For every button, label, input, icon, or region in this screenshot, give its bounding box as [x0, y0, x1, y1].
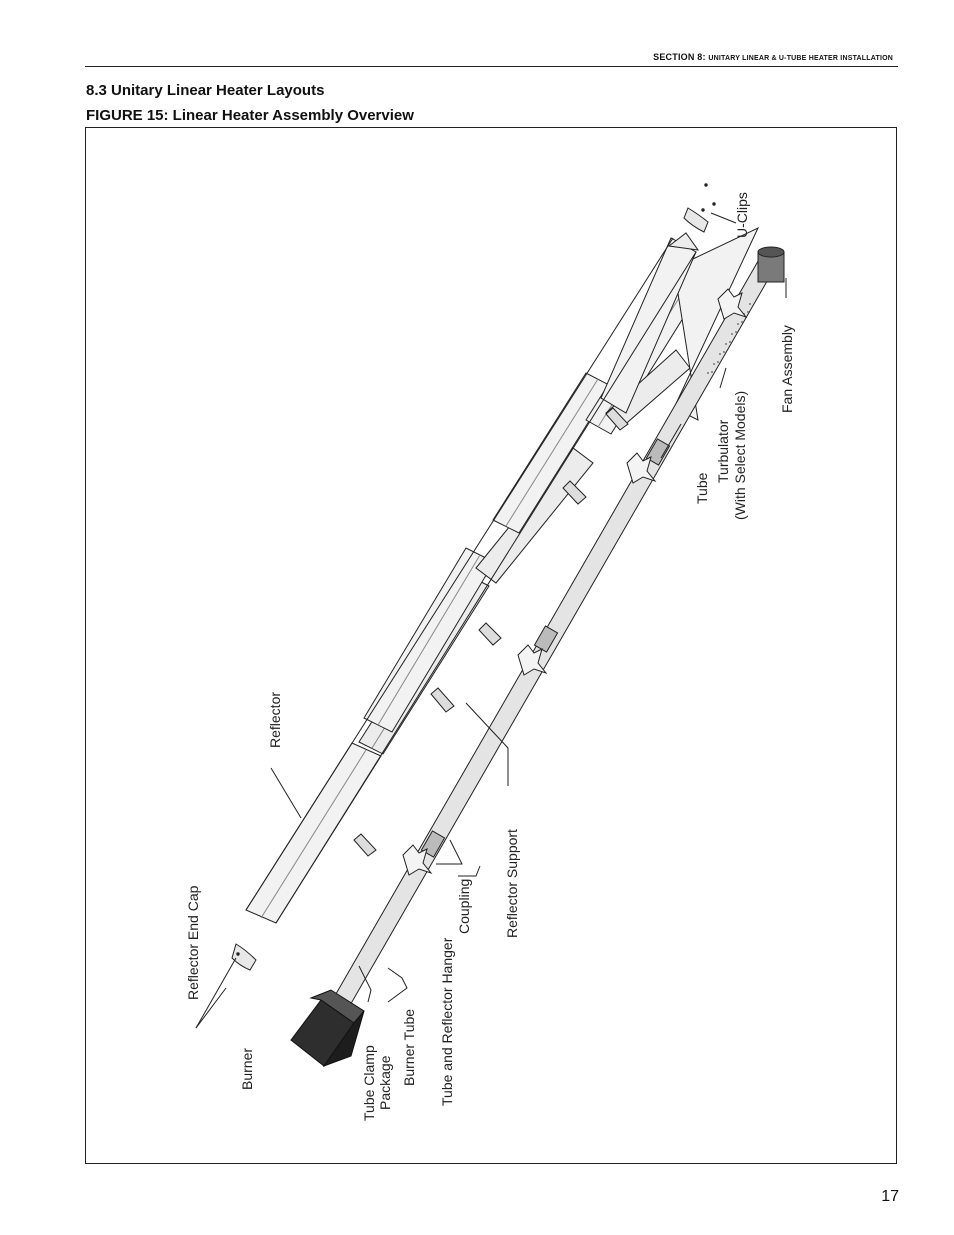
- hanger-1: [402, 844, 433, 876]
- reflector-support-4: [562, 480, 587, 505]
- label-burner: Burner: [239, 1048, 255, 1090]
- label-reflector: Reflector: [267, 692, 283, 748]
- coupling-2: [533, 625, 559, 653]
- label-u-clips: U-Clips: [734, 192, 750, 238]
- section-title: 8.3 Unitary Linear Heater Layouts: [86, 82, 325, 99]
- tube-hangers: [402, 288, 748, 876]
- label-coupling: Coupling: [456, 879, 472, 934]
- label-reflector-end-cap: Reflector End Cap: [185, 885, 201, 1000]
- figure-frame: Reflector End Cap Burner Tube Clamp Pack…: [85, 127, 897, 1164]
- label-turbulator-line2: (With Select Models): [732, 391, 748, 520]
- label-tube-clamp-line2: Package: [377, 1055, 393, 1110]
- leader-lines: [195, 212, 787, 1029]
- hanger-2: [517, 644, 548, 676]
- label-tube-clamp-line1: Tube Clamp: [361, 1045, 377, 1121]
- burner-side: [322, 1010, 365, 1068]
- label-reflector-support: Reflector Support: [504, 829, 520, 938]
- end-caps: [231, 183, 716, 971]
- figure-caption: FIGURE 15: Linear Heater Assembly Overvi…: [86, 107, 414, 124]
- burner-box: [290, 989, 365, 1068]
- running-head: SECTION 8: UNITARY LINEAR & U-TUBE HEATE…: [653, 52, 893, 62]
- label-turbulator-line1: Turbulator: [715, 419, 731, 483]
- reflector-end-cap: [231, 943, 257, 971]
- coupling-3: [645, 438, 671, 466]
- reflector-supports: [353, 407, 629, 857]
- label-tube: Tube: [694, 472, 710, 504]
- header-rule: [85, 66, 898, 67]
- reflector-section-1: [245, 742, 382, 924]
- page-number: 17: [881, 1188, 899, 1205]
- fan-inlet: [757, 246, 785, 258]
- u-clip-end-cap: [683, 207, 709, 233]
- fan-assembly: [757, 246, 785, 283]
- heater-assembly-diagram: Reflector End Cap Burner Tube Clamp Pack…: [185, 183, 795, 1121]
- label-tube-and-reflector-hanger: Tube and Reflector Hanger: [439, 937, 455, 1106]
- hanger-4: [717, 288, 748, 320]
- reflector-support-2: [430, 687, 455, 713]
- running-head-title: UNITARY LINEAR & U-TUBE HEATER INSTALLAT…: [708, 55, 893, 62]
- label-burner-tube: Burner Tube: [401, 1009, 417, 1086]
- reflector-run: [245, 237, 697, 924]
- running-head-prefix: SECTION 8:: [653, 52, 709, 62]
- reflector-sections: [245, 226, 760, 924]
- heater-tube: [328, 255, 778, 1015]
- coupling-1: [420, 830, 446, 858]
- label-fan-assembly: Fan Assembly: [779, 325, 795, 413]
- reflector-section-10: [667, 232, 700, 251]
- hanger-3: [626, 452, 657, 484]
- reflector-support-1: [353, 833, 377, 857]
- reflector-support-3: [478, 622, 502, 646]
- reflector-support-5: [605, 407, 629, 431]
